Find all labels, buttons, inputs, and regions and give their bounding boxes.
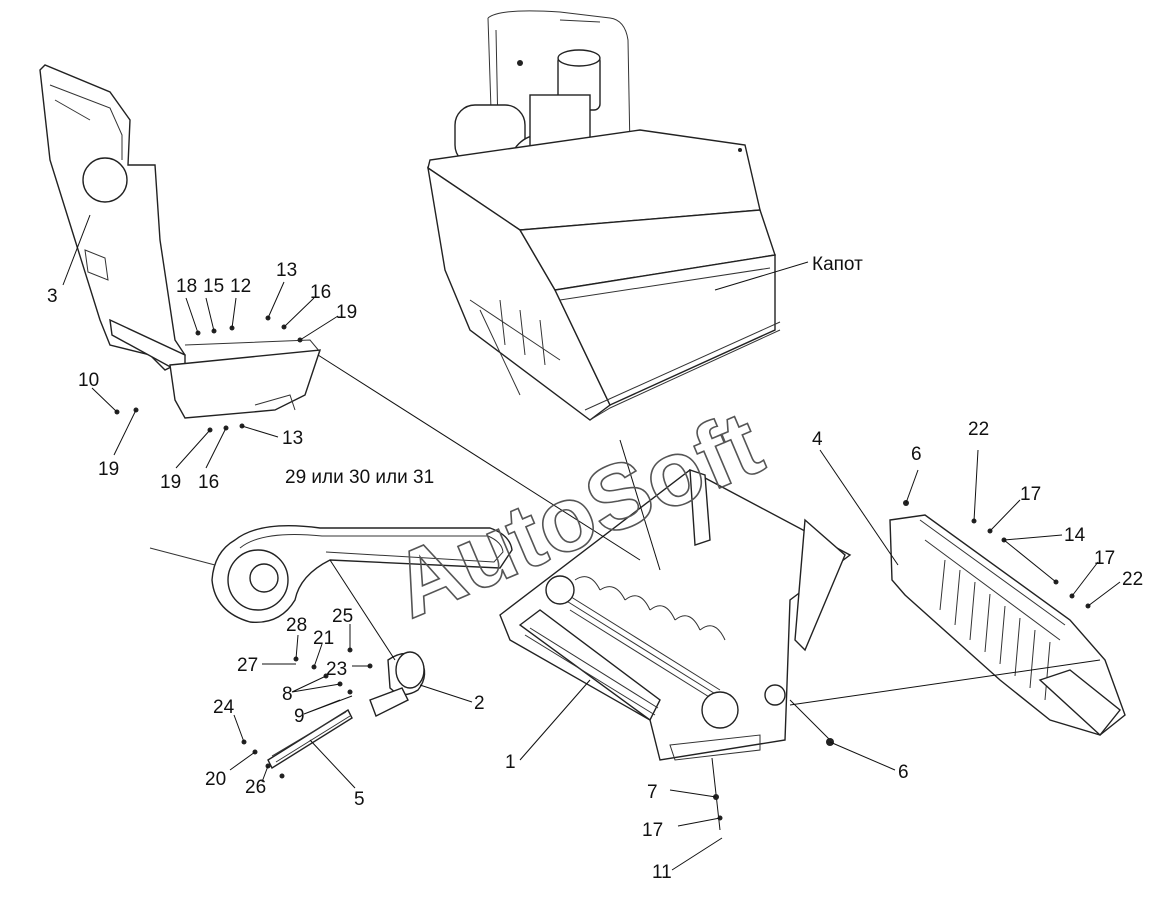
belt-options-label: 29 или 30 или 31 [285, 467, 434, 488]
callout-3: 3 [47, 286, 58, 307]
callouts: 1 2 3 4 5 6 6 7 8 9 10 11 12 13 13 14 15… [47, 260, 1143, 883]
callout-6-rotor: 6 [898, 762, 909, 783]
assembly-lines [317, 354, 1101, 831]
discharge-chute [889, 514, 1126, 737]
callout-13-top: 13 [276, 260, 297, 281]
callout-11: 11 [652, 862, 672, 883]
callout-24: 24 [213, 697, 235, 718]
callout-23: 23 [326, 659, 347, 680]
callout-18: 18 [176, 276, 197, 297]
callout-17-chute-top: 17 [1020, 484, 1041, 505]
side-panel-assembly [39, 64, 322, 419]
callout-20: 20 [205, 769, 226, 790]
callout-8: 8 [282, 684, 293, 705]
hood-label: Капот [812, 254, 863, 275]
callout-13-bottom: 13 [282, 428, 303, 449]
callout-19-bottom: 19 [160, 472, 181, 493]
callout-16-bottom: 16 [198, 472, 219, 493]
callout-9: 9 [294, 706, 305, 727]
callout-19-top: 19 [336, 302, 357, 323]
callout-10: 10 [78, 370, 99, 391]
rotor-housing [499, 469, 852, 761]
callout-2: 2 [474, 693, 485, 714]
callout-14: 14 [1064, 525, 1086, 546]
callout-5: 5 [354, 789, 365, 810]
callout-16-top: 16 [310, 282, 331, 303]
callout-25: 25 [332, 606, 353, 627]
callout-27: 27 [237, 655, 258, 676]
belt-drive [149, 525, 513, 770]
callout-17-chute-right: 17 [1094, 548, 1115, 569]
callout-17-rotor: 17 [642, 820, 663, 841]
callout-21: 21 [313, 628, 334, 649]
callout-15: 15 [203, 276, 224, 297]
callout-6-chute: 6 [911, 444, 922, 465]
callout-19-left: 19 [98, 459, 119, 480]
callout-7: 7 [647, 782, 658, 803]
engine-hood-assembly [427, 10, 781, 421]
callout-22-right: 22 [1122, 569, 1143, 590]
callout-26: 26 [245, 777, 266, 798]
callout-28: 28 [286, 615, 307, 636]
leader-lines [62, 214, 1121, 871]
callout-4: 4 [812, 429, 823, 450]
callout-12: 12 [230, 276, 251, 297]
callout-1: 1 [505, 752, 516, 773]
callout-22-top: 22 [968, 419, 989, 440]
